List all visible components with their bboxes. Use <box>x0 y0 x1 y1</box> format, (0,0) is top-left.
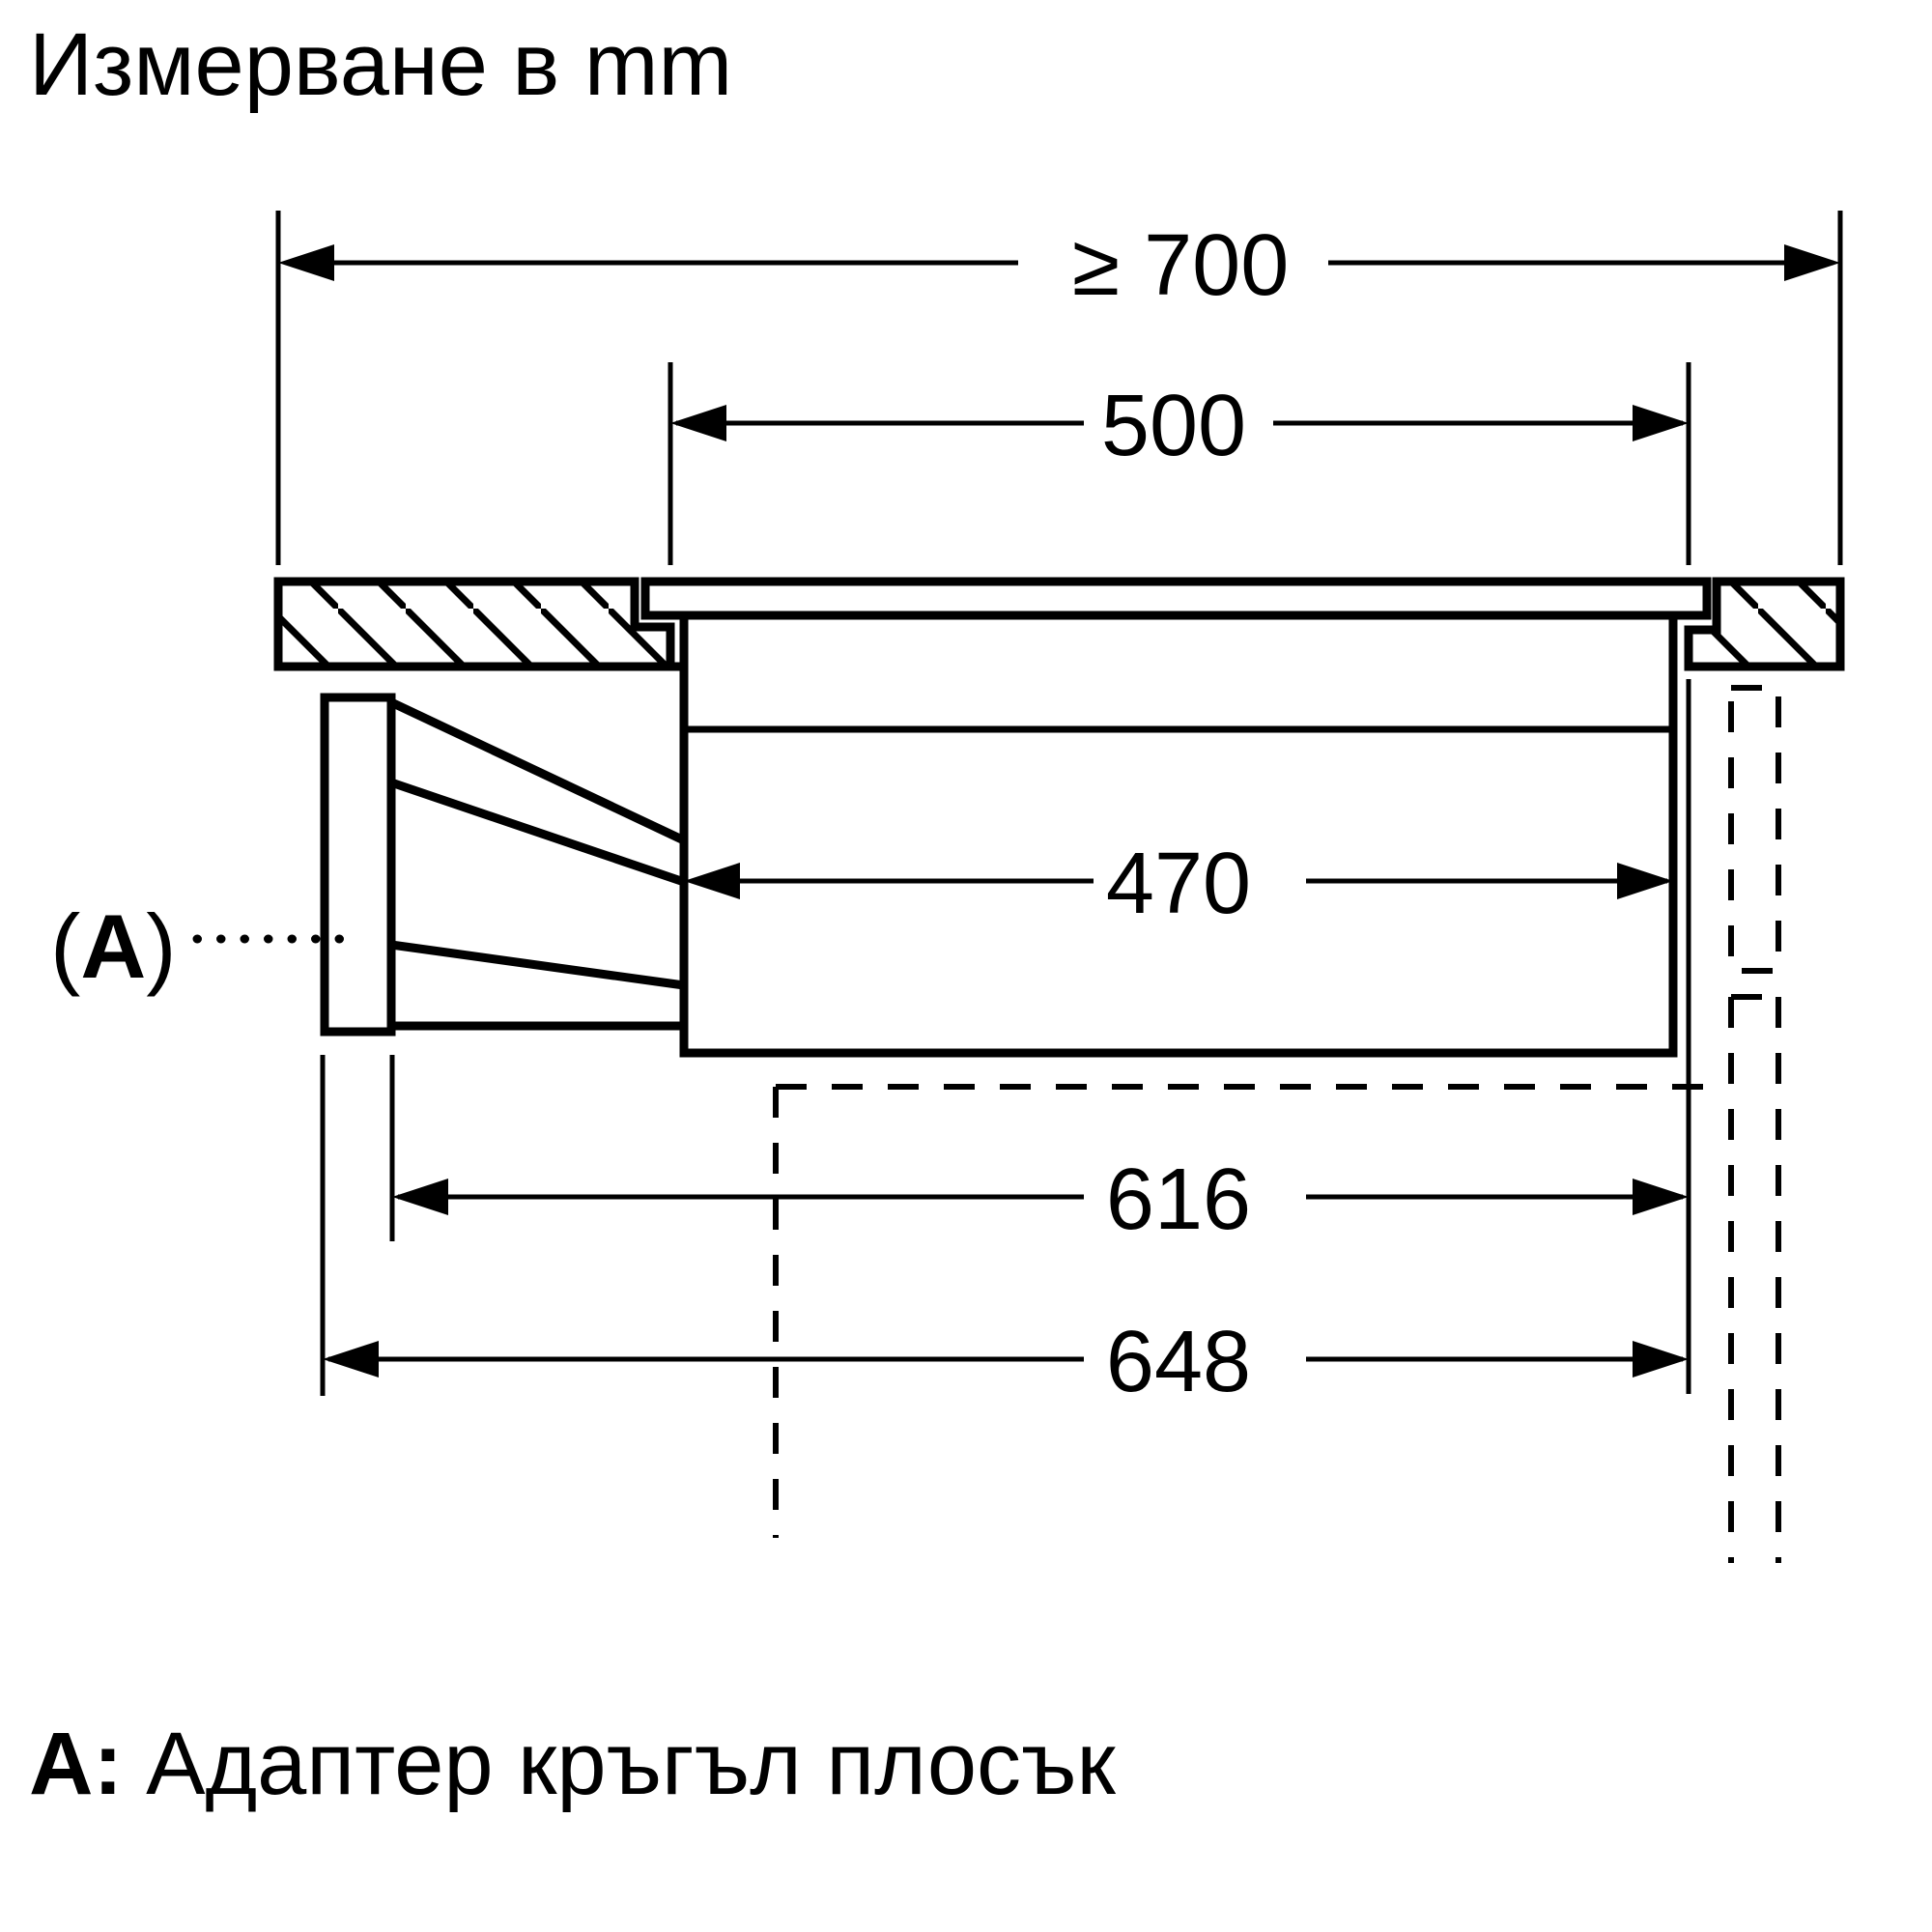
callout-letter: A <box>80 895 146 997</box>
adapter-plate <box>320 693 396 1037</box>
legend-prefix: A: <box>29 1715 123 1813</box>
adapter-cone <box>389 697 686 1031</box>
hidden-geometry <box>773 679 1781 1563</box>
arrowhead-left-616 <box>392 1179 448 1215</box>
arrowhead-right-648 <box>1633 1341 1689 1378</box>
dim-label-648: 648 <box>1106 1314 1251 1410</box>
worktop-section-right <box>1684 577 1845 671</box>
arrowhead-right-616 <box>1633 1179 1689 1215</box>
dimension-body-470: 470 <box>684 836 1673 932</box>
hob-glass-panel <box>640 577 1712 620</box>
callout-paren-open: ( <box>50 895 80 997</box>
adapter-cone-upper-inner-line <box>389 778 686 887</box>
duct-dashed-outline-upper <box>1728 685 1781 974</box>
drawing-title: Измерване в mm <box>29 15 732 114</box>
arrowhead-left-648 <box>323 1341 379 1378</box>
adapter-cone-lower-inner-line <box>390 940 685 990</box>
dim-label-700: ≥ 700 <box>1072 217 1290 314</box>
hob-housing-outline <box>679 611 1678 1058</box>
flat-duct-adapter: (A) <box>50 693 686 1037</box>
hob-body <box>679 611 1678 1058</box>
arrowhead-right-700 <box>1784 244 1840 281</box>
worktop-right-hatched-block <box>1684 577 1845 671</box>
arrowhead-left-470 <box>684 863 740 899</box>
dim-label-470: 470 <box>1106 836 1251 932</box>
worktop-section-left <box>273 577 688 671</box>
dimension-cutout-500: 500 <box>668 362 1691 565</box>
dimension-overall-depth-648: 648 <box>320 1055 1689 1410</box>
adapter-cone-top-line <box>389 697 686 845</box>
legend-text: Адаптер кръгъл плосък <box>146 1715 1116 1813</box>
arrowhead-right-500 <box>1633 405 1689 441</box>
arrowhead-right-470 <box>1617 863 1673 899</box>
worktop-left-hatched-block <box>273 577 675 671</box>
callout-paren-close: ) <box>146 895 176 997</box>
dimension-min-clearance-700: ≥ 700 <box>275 211 1843 565</box>
legend-line: A:Адаптер кръгъл плосък <box>29 1715 1117 1813</box>
callout-label-a: (A) <box>50 895 177 997</box>
arrowhead-left-700 <box>278 244 334 281</box>
dimension-inner-depth-616: 616 <box>389 1055 1689 1248</box>
dim-label-616: 616 <box>1106 1151 1251 1248</box>
arrowhead-left-500 <box>670 405 726 441</box>
dim-label-500: 500 <box>1101 378 1246 474</box>
